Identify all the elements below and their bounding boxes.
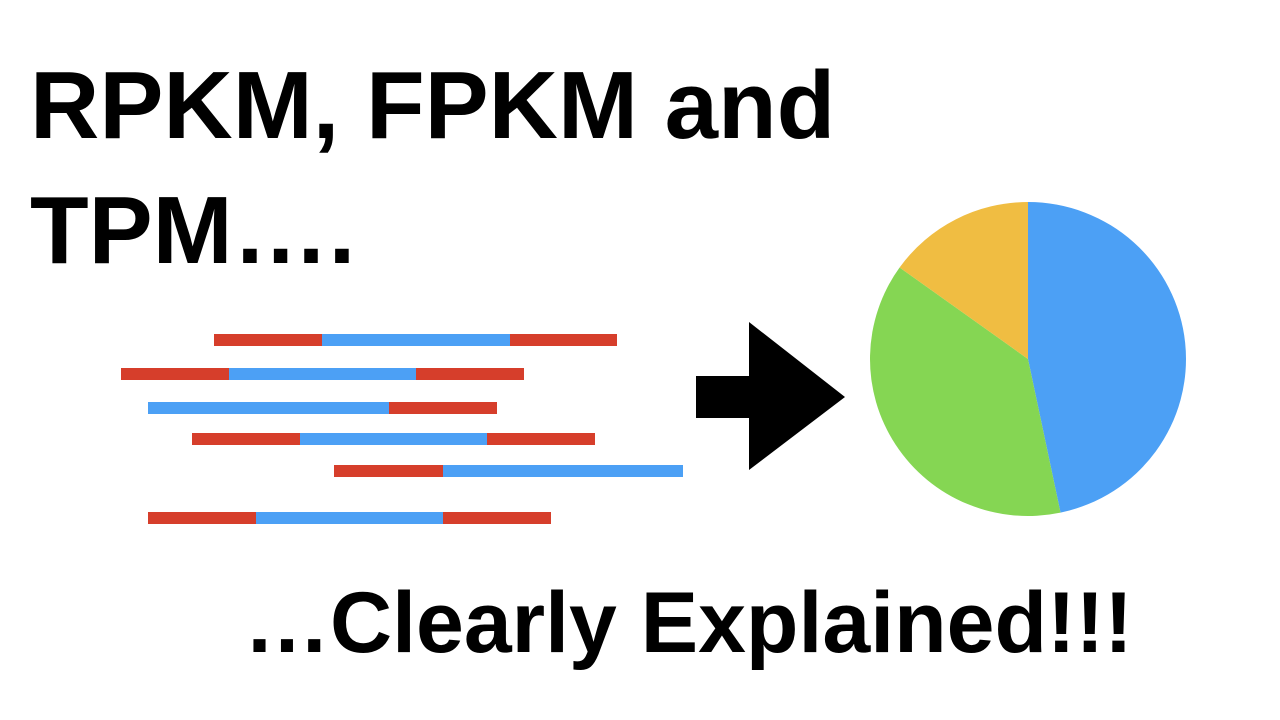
read-6 (148, 512, 551, 524)
read-segment-red (443, 512, 551, 524)
read-segment-red (487, 433, 595, 445)
read-1 (214, 334, 617, 346)
sequencing-reads (121, 334, 683, 524)
read-segment-red (389, 402, 497, 414)
read-segment-blue (443, 465, 683, 477)
read-segment-blue (256, 512, 443, 524)
read-segment-red (121, 368, 229, 380)
read-segment-red (510, 334, 617, 346)
read-3 (148, 402, 497, 414)
title-line-1: RPKM, FPKM and (30, 52, 836, 159)
read-segment-red (416, 368, 524, 380)
pie-slice-yellow (899, 202, 1028, 359)
pie-slice-blue (1028, 202, 1186, 513)
pie-slice-green (870, 267, 1061, 516)
subtitle: …Clearly Explained!!! (244, 575, 1133, 671)
title-line-2: TPM…. (30, 177, 356, 284)
read-segment-blue (322, 334, 510, 346)
read-segment-red (214, 334, 322, 346)
read-4 (192, 433, 595, 445)
right-arrow-icon (696, 322, 845, 470)
read-2 (121, 368, 524, 380)
read-segment-blue (148, 402, 389, 414)
read-5 (334, 465, 683, 477)
pie-chart-icon (870, 202, 1186, 516)
read-segment-blue (300, 433, 487, 445)
read-segment-red (334, 465, 443, 477)
read-segment-red (148, 512, 256, 524)
read-segment-blue (229, 368, 416, 380)
read-segment-red (192, 433, 300, 445)
